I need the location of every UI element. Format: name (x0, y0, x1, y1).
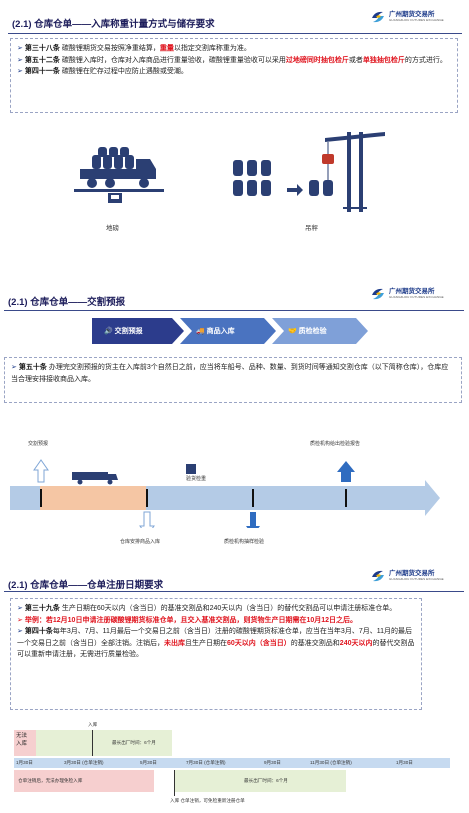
step-forecast: 🔊 交割预报 (104, 328, 143, 335)
tl3-window1 (36, 730, 172, 756)
exchange-logo-icon (372, 288, 384, 300)
crane-scale-icon (233, 132, 385, 212)
step-inspection: 🤝 质检检验 (288, 328, 327, 335)
tl3-date-2: 5月30日 (140, 760, 157, 765)
tl-arrange: 仓库安排商品入库 (120, 539, 161, 545)
truck-scale-icon (74, 147, 164, 203)
section3-text-box: ➢第三十九条 生产日期在60天以内（含当日）的基准交割品和240天以内（含当日）… (10, 598, 422, 710)
section1-text-box: ➢第三十八条 碳酸锂期货交易按照净重结算，重量以指定交割库称重为准。 ➢第五十二… (10, 38, 458, 113)
exchange-logo-icon (372, 570, 384, 582)
tl3-date-6: 1月30日 (396, 760, 413, 765)
tl3-bottom-note: 入库 仓单注销，可免检重新注册仓单 (170, 798, 245, 803)
process-steps (92, 318, 368, 344)
article-52: ➢第五十二条 碳酸锂入库时，仓库对入库商品进行重量验收，碳酸锂重量验收可以采用过… (17, 56, 447, 64)
tl3-no-in: 无法 入库 (14, 730, 36, 756)
article-38: ➢第三十八条 碳酸锂期货交易按照净重结算，重量以指定交割库称重为准。 (17, 45, 251, 52)
logo-sub: GUANGZHOU FUTURES EXCHANGE (389, 18, 444, 23)
tl-report: 质检机构给出检验报告 (310, 441, 361, 447)
tl3-after-cancel-box (14, 770, 154, 792)
tl3-max-out1: 最长出厂时间：6个月 (112, 740, 156, 745)
tl3-date-0: 1月30日 (16, 760, 33, 765)
section1-title: (2.1) 仓库仓单——入库称重计量方式与储存要求 (12, 19, 215, 30)
tl3-after-cancel: 仓单注销后，无法办理免检入库 (18, 778, 83, 783)
section3-rule (4, 591, 464, 592)
section3-title: (2.1) 仓库仓单——仓单注册日期要求 (8, 580, 164, 591)
label-crane-scale: 吊秤 (305, 225, 318, 232)
section1-rule (8, 33, 462, 34)
tl3-date-5: 11月30日 (仓单注销) (310, 760, 352, 765)
article-40: ➢第四十条每年3月、7月、11月最后一个交易日之前（含当日）注册的碳酸锂期货标准… (17, 628, 415, 658)
tl3-date-4: 9月30日 (264, 760, 281, 765)
article-50: ➢第五十条 办理完交割预报的货主在入库前3个自然日之前，应当将车船号、品种、数量… (11, 364, 449, 383)
tl-sample: 验货检重 (186, 476, 207, 482)
article-41: ➢第四十一条 碳酸锂在贮存过程中应防止遇酸或受潮。 (17, 68, 188, 75)
logo-name: 广州期货交易所 (389, 10, 435, 18)
tl3-date-1: 3月30日 (仓单注销) (64, 760, 104, 765)
tl-sampling: 质检机构抽样检验 (224, 539, 265, 545)
section2-text-box: ➢第五十条 办理完交割预报的货主在入库前3个自然日之前，应当将车船号、品种、数量… (4, 357, 462, 403)
article-39: ➢第三十九条 生产日期在60天以内（含当日）的基准交割品和240天以内（含当日）… (17, 605, 397, 612)
tl3-date-3: 7月30日 (仓单注销) (186, 760, 226, 765)
example-note: ➢举例：若12月10日申请注册碳酸锂期货标准仓单，且交入基准交割品，则货物生产日… (17, 616, 358, 624)
label-truck-scale: 地磅 (106, 225, 119, 232)
tl-forecast: 交割预报 (28, 441, 49, 447)
tl3-max-out2: 最长出厂时间：6个月 (244, 778, 288, 783)
tl3-in-label: 入库 (88, 722, 98, 727)
tl3-date-bar (14, 758, 450, 768)
section2-title: (2.1) 仓库仓单——交割预报 (8, 297, 126, 308)
forecast-timeline (10, 459, 440, 528)
tl3-window2 (174, 770, 346, 792)
exchange-logo-icon (372, 11, 384, 23)
step-inbound: 🚚 商品入库 (196, 328, 235, 335)
section2-rule (4, 310, 464, 311)
